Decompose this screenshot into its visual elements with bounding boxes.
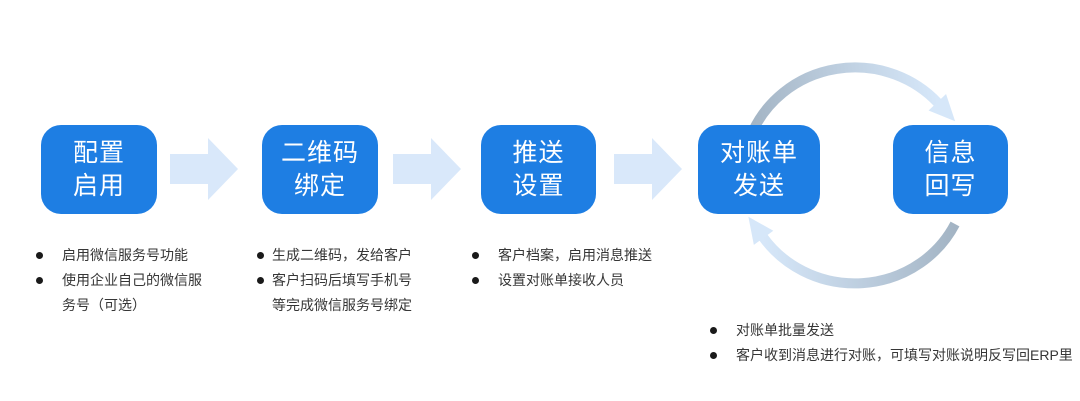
step-box-statement-send: 对账单 发送 (698, 125, 820, 214)
bullet-item: 启用微信服务号功能 (36, 243, 202, 268)
bullet-dot-icon (36, 277, 43, 284)
bullet-item: 对账单批量发送 (710, 318, 1073, 343)
bullet-dot-icon (472, 277, 479, 284)
step-notes-qrcode-bind: 生成二维码，发给客户 客户扫码后填写手机号 等完成微信服务号绑定 (257, 243, 412, 318)
step-box-label: 推送 设置 (512, 138, 565, 200)
bullet-item: 客户扫码后填写手机号 等完成微信服务号绑定 (257, 268, 412, 318)
bullet-text: 启用微信服务号功能 (62, 247, 188, 263)
step-box-config-enable: 配置 启用 (41, 125, 157, 214)
bullet-text: 客户扫码后填写手机号 等完成微信服务号绑定 (272, 272, 412, 313)
bullet-text: 客户收到消息进行对账，可填写对账说明反写回ERP里 (736, 347, 1073, 363)
bullet-text: 对账单批量发送 (736, 322, 834, 338)
step-box-label: 配置 启用 (72, 138, 125, 200)
bullet-text: 客户档案，启用消息推送 (498, 247, 652, 263)
bullet-dot-icon (257, 277, 264, 284)
flow-arrow-2-icon (393, 138, 461, 200)
bullet-text: 设置对账单接收人员 (498, 272, 624, 288)
step-box-label: 对账单 发送 (719, 138, 798, 200)
bullet-dot-icon (36, 252, 43, 259)
bullet-dot-icon (710, 352, 717, 359)
step-box-push-settings: 推送 设置 (481, 125, 596, 214)
bullet-item: 使用企业自己的微信服 务号（可选） (36, 268, 202, 318)
step-notes-config-enable: 启用微信服务号功能 使用企业自己的微信服 务号（可选） (36, 243, 202, 318)
step-box-info-writeback: 信息 回写 (893, 125, 1008, 214)
step-box-label: 二维码 绑定 (280, 138, 359, 200)
bullet-dot-icon (472, 252, 479, 259)
bullet-text: 生成二维码，发给客户 (272, 247, 412, 263)
flow-arrow-1-icon (170, 138, 238, 200)
bullet-text: 使用企业自己的微信服 务号（可选） (62, 272, 202, 313)
bullet-dot-icon (257, 252, 264, 259)
bullet-item: 客户收到消息进行对账，可填写对账说明反写回ERP里 (710, 343, 1073, 368)
bullet-item: 设置对账单接收人员 (472, 268, 652, 293)
step-notes-statement-cycle: 对账单批量发送 客户收到消息进行对账，可填写对账说明反写回ERP里 (710, 318, 1073, 368)
bullet-item: 客户档案，启用消息推送 (472, 243, 652, 268)
step-box-qrcode-bind: 二维码 绑定 (262, 125, 378, 214)
flow-arrow-3-icon (614, 138, 682, 200)
step-box-label: 信息 回写 (924, 138, 977, 200)
cycle-arc-bottom-icon (748, 216, 960, 289)
step-notes-push-settings: 客户档案，启用消息推送 设置对账单接收人员 (472, 243, 652, 293)
cycle-arc-top-icon (747, 62, 956, 136)
bullet-item: 生成二维码，发给客户 (257, 243, 412, 268)
bullet-dot-icon (710, 327, 717, 334)
